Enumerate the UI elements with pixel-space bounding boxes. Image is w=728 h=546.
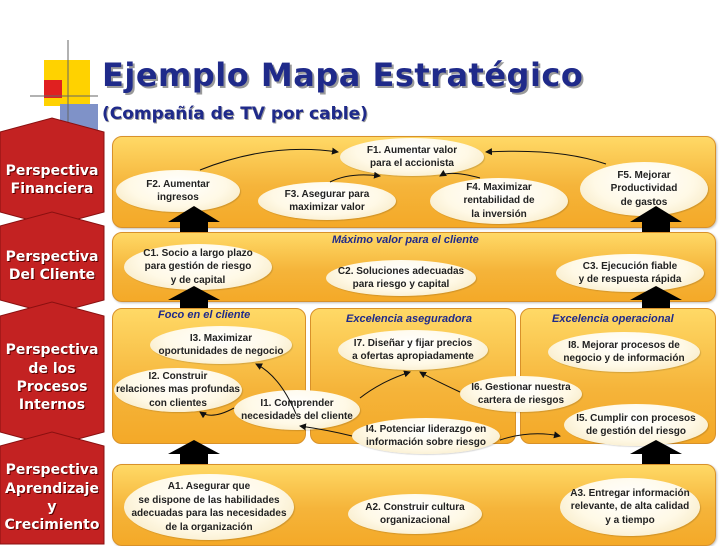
decor-square-red: [44, 80, 62, 98]
perspective-shape-financiera: [0, 117, 105, 227]
perspective-cliente: Perspectiva Del Cliente: [5, 248, 99, 283]
objective-a2: A2. Construir cultura organizacional: [348, 494, 482, 534]
perspective-aprendizaje: Perspectiva Aprendizaje y Crecimiento: [4, 462, 100, 534]
objective-i2: I2. Construir relaciones mas profundas c…: [114, 368, 242, 412]
perspective-shape-aprendizaje: [0, 431, 105, 545]
objective-c1: C1. Socio a largo plazo para gestión de …: [124, 244, 272, 290]
label-maximo-valor: Máximo valor para el cliente: [332, 234, 479, 246]
perspective-shape-procesos: [0, 301, 105, 447]
objective-a1: A1. Asegurar que se dispone de las habil…: [124, 474, 294, 540]
objective-f4: F4. Maximizar rentabilidad de la inversi…: [430, 178, 568, 224]
block-arrow-up-1: [168, 206, 220, 232]
objective-f3: F3. Asegurar para maximizar valor: [258, 182, 396, 220]
objective-a3: A3. Entregar información relevante, de a…: [560, 478, 700, 536]
perspective-procesos: Perspectiva de los Procesos Internos: [5, 342, 99, 414]
page-title: Ejemplo Mapa Estratégico: [102, 56, 584, 94]
block-arrow-up-4: [630, 286, 682, 308]
block-arrow-up-3: [168, 286, 220, 308]
block-arrow-up-5: [168, 440, 220, 464]
objective-i4: I4. Potenciar liderazgo en información s…: [352, 418, 500, 454]
objective-f5: F5. Mejorar Productividad de gastos: [580, 162, 708, 216]
objective-i5: I5. Cumplir con procesos de gestión del …: [564, 404, 708, 446]
objective-i1: I1. Comprender necesidades del cliente: [234, 390, 360, 430]
block-arrow-up-6: [630, 440, 682, 464]
perspective-financiera: Perspectiva Financiera: [5, 162, 99, 197]
page-subtitle: (Compañía de TV por cable): [102, 104, 368, 124]
block-arrow-up-2: [630, 206, 682, 232]
perspective-shape-cliente: [0, 211, 105, 315]
label-excelencia-aseguradora: Excelencia aseguradora: [346, 313, 472, 325]
objective-i3: I3. Maximizar oportunidades de negocio: [150, 326, 292, 364]
objective-c2: C2. Soluciones adecuadas para riesgo y c…: [326, 260, 476, 296]
objective-c3: C3. Ejecución fiable y de respuesta rápi…: [556, 254, 704, 292]
objective-i8: I8. Mejorar procesos de negocio y de inf…: [548, 332, 700, 372]
objective-f1: F1. Aumentar valor para el accionista: [340, 138, 484, 176]
label-excelencia-operacional: Excelencia operacional: [552, 313, 674, 325]
objective-i7: I7. Diseñar y fijar precios a ofertas ap…: [338, 330, 488, 370]
objective-f2: F2. Aumentar ingresos: [116, 170, 240, 212]
objective-i6: I6. Gestionar nuestra cartera de riesgos: [460, 376, 582, 412]
label-foco-cliente: Foco en el cliente: [158, 309, 251, 321]
